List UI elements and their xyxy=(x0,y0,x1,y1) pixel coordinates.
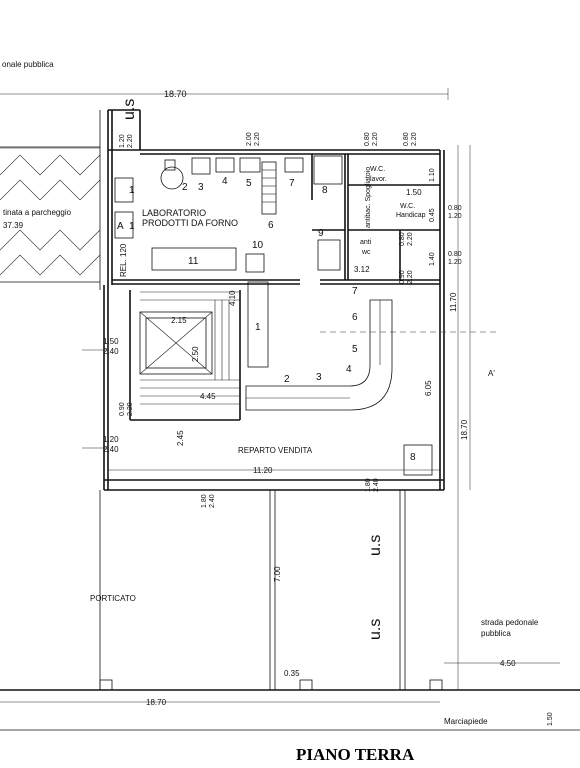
dim-b-2-40c: 2.40 xyxy=(209,494,216,508)
dim-r-0-90b: 0.90 xyxy=(399,270,406,284)
dim-6-05: 6.05 xyxy=(424,380,433,396)
dim-2-45: 2.45 xyxy=(176,430,185,446)
lab-title-1: LABORATORIO xyxy=(142,208,206,218)
section-marker: A' xyxy=(488,369,495,378)
dim-rel: REL. 120 xyxy=(119,243,128,277)
label-public-area: onale pubblica xyxy=(2,60,54,69)
lab-num-9: 9 xyxy=(318,228,324,239)
dim-b-2-40d: 2.40 xyxy=(373,478,380,492)
dim-r-1-40: 1.40 xyxy=(429,252,436,266)
dim-top-2-20: 2.20 xyxy=(127,134,134,148)
label-sidewalk: Marciapiede xyxy=(444,717,488,726)
label-street-1: strada pedonale xyxy=(481,618,539,627)
sales-num-1: 1 xyxy=(255,322,261,333)
dim-11-70: 11.70 xyxy=(449,292,458,312)
wc-lavor-1: W.C. xyxy=(370,166,385,173)
dim-top-total: 18.70 xyxy=(164,89,187,99)
dim-r-1-10: 1.10 xyxy=(429,168,436,182)
dim-r-0-80e: 0.80 xyxy=(399,232,406,246)
dim-b-1-80: 1.80 xyxy=(201,494,208,508)
dim-r-1-20c: 1.20 xyxy=(448,213,462,220)
lab-num-1b: 1 xyxy=(129,221,135,232)
dim-4-50: 4.50 xyxy=(500,659,516,668)
anti-wc-1: anti xyxy=(360,239,372,246)
dim-w-1-50: 1.50 xyxy=(103,337,119,346)
sales-num-2: 2 xyxy=(284,374,290,385)
dim-right-total: 18.70 xyxy=(460,419,469,440)
dim-top-1-20: 1.20 xyxy=(119,134,126,148)
lab-num-10: 10 xyxy=(252,240,264,251)
lab-num-1a: 1 xyxy=(129,185,135,196)
wc-handicap-1: W.C. xyxy=(400,203,415,210)
dim-w-0-90: 0.90 xyxy=(119,402,126,416)
dim-2-50: 2.50 xyxy=(191,346,200,362)
lab-num-6: 6 xyxy=(268,220,274,231)
dim-4-10: 4.10 xyxy=(228,290,237,306)
building-outline xyxy=(103,109,445,491)
dim-r-1-20d: 1.20 xyxy=(448,259,462,266)
lab-num-7: 7 xyxy=(289,178,295,189)
label-parking-area: 37.39 xyxy=(3,221,24,230)
us-top: u.s xyxy=(121,99,138,120)
sales-num-7: 7 xyxy=(352,286,358,297)
antibac-label: antibac. Spogliatoio xyxy=(365,167,372,228)
dim-r-0-45: 0.45 xyxy=(429,208,436,222)
dim-b-1-80b: 1.80 xyxy=(365,478,372,492)
sales-num-5: 5 xyxy=(352,344,358,355)
dim-4-45: 4.45 xyxy=(200,392,216,401)
dim-r-2-20e: 2.20 xyxy=(407,232,414,246)
us-bottom: u.s xyxy=(367,619,384,640)
dim-bottom-total: 18.70 xyxy=(146,698,167,707)
lab-equipment xyxy=(114,155,343,368)
lab-num-11: 11 xyxy=(188,256,199,267)
porticato-area xyxy=(0,490,580,691)
dim-top-2-20c: 2.20 xyxy=(372,132,379,146)
dim-2-15: 2.15 xyxy=(171,316,187,325)
page-title: PIANO TERRA xyxy=(296,745,415,764)
dim-11-20: 11.20 xyxy=(253,466,273,475)
dim-r-2-20f: 2.20 xyxy=(407,270,414,284)
dim-top-2-20d: 2.20 xyxy=(411,132,418,146)
lab-num-3: 3 xyxy=(198,182,204,193)
dim-w-2-40b: 2.40 xyxy=(103,445,119,454)
anti-wc-2: wc xyxy=(361,249,371,256)
sales-num-4: 4 xyxy=(346,364,352,375)
lab-num-8: 8 xyxy=(322,185,328,196)
dim-3-12: 3.12 xyxy=(354,265,370,274)
dim-top-0-80b: 0.80 xyxy=(403,132,410,146)
wc-handicap-2: Handicap xyxy=(396,212,426,219)
dim-w-2-20: 2.20 xyxy=(127,402,134,416)
lab-num-2: 2 xyxy=(182,182,188,193)
dim-w-2-40a: 2.40 xyxy=(103,347,119,356)
dim-1-50-wc: 1.50 xyxy=(406,188,422,197)
dim-w-1-20: 1.20 xyxy=(103,435,119,444)
dim-top-2-20b: 2.20 xyxy=(254,132,261,146)
dim-top-0-80a: 0.80 xyxy=(364,132,371,146)
dim-r-0-80d: 0.80 xyxy=(448,251,462,258)
dim-top-2-00: 2.00 xyxy=(246,132,253,146)
label-parking: tinata a parcheggio xyxy=(3,208,72,217)
dim-0-35: 0.35 xyxy=(284,669,300,678)
sales-num-6: 6 xyxy=(352,312,358,323)
parking-ramp xyxy=(0,110,101,290)
dim-r-0-80c: 0.80 xyxy=(448,205,462,212)
label-porticato: PORTICATO xyxy=(90,594,136,603)
stair-lift xyxy=(139,291,240,405)
dim-sidewalk: 1.50 xyxy=(547,712,554,726)
sales-num-8: 8 xyxy=(410,452,416,463)
lab-num-5: 5 xyxy=(246,178,252,189)
lab-num-4: 4 xyxy=(222,176,228,187)
wc-lavor-2: lavor. xyxy=(370,176,387,183)
sales-counter xyxy=(245,299,433,476)
lab-title-2: PRODOTTI DA FORNO xyxy=(142,218,238,228)
sales-num-3: 3 xyxy=(316,372,322,383)
dim-7-00: 7.00 xyxy=(273,566,282,582)
us-middle: u.s xyxy=(367,535,384,556)
label-street-2: pubblica xyxy=(481,629,511,638)
lab-letter-a: A xyxy=(117,221,124,232)
label-sales: REPARTO VENDITA xyxy=(238,446,313,455)
